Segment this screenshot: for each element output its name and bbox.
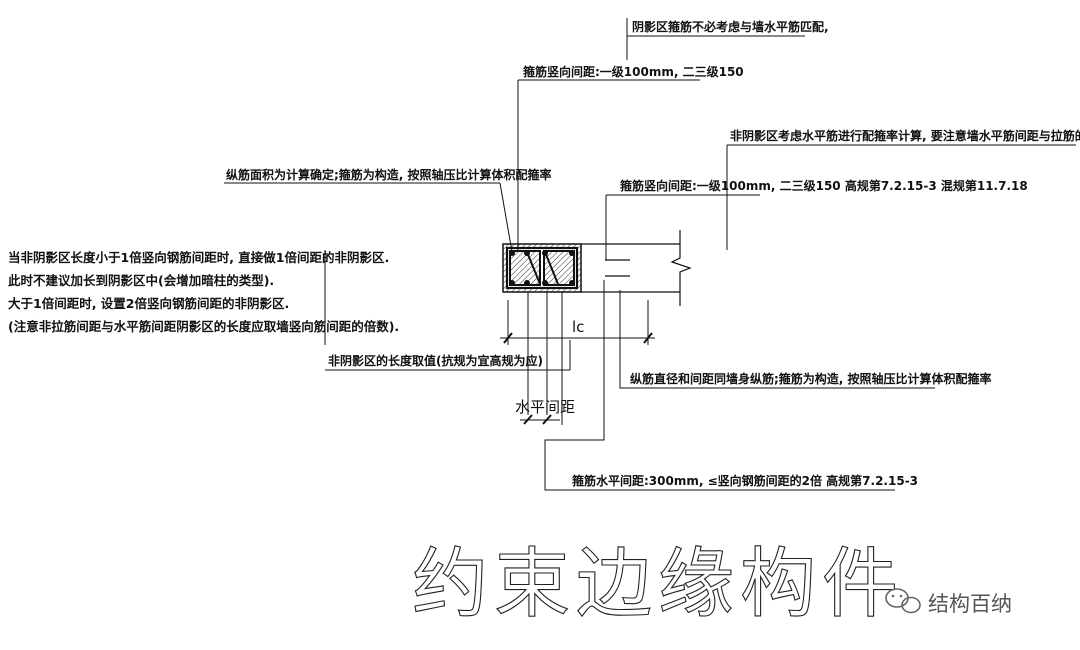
stirrup-inner-left (509, 250, 541, 286)
leader-lines (224, 18, 1076, 491)
dimension-lc-label: lc (572, 318, 584, 336)
left-note-line-1: 当非阴影区长度小于1倍竖向钢筋间距时, 直接做1倍间距的非阴影区. (8, 250, 389, 265)
drawing-title: 约束边缘构件 (412, 539, 904, 628)
note-longitudinal-diameter: 纵筋直径和间距同墙身纵筋;箍筋为构造, 按照轴压比计算体积配箍率 (630, 371, 992, 386)
left-note-line-4: (注意非拉筋间距与水平筋间距阴影区的长度应取墙竖向筋间距的倍数). (8, 319, 399, 334)
watermark-text: 结构百纳 (928, 592, 1012, 616)
wall-section (502, 230, 692, 306)
note-shadow-zone-stirrup: 阴影区箍筋不必考虑与墙水平筋匹配, (632, 19, 829, 34)
note-non-shadow-length: 非阴影区的长度取值(抗规为宜高规为应) (328, 353, 543, 368)
note-stirrup-vertical-spacing-right: 箍筋竖向间距:一级100mm, 二三级150 高规第7.2.15-3 混规第11… (619, 178, 1028, 193)
stirrup-inner-right (543, 250, 575, 286)
wechat-icon (885, 588, 921, 614)
break-line (670, 230, 692, 306)
note-longitudinal-area: 纵筋面积为计算确定;箍筋为构造, 按照轴压比计算体积配箍率 (226, 167, 552, 182)
dimension-horizontal-spacing-label: 水平间距 (515, 398, 575, 416)
longitudinal-bars (509, 250, 575, 286)
note-stirrup-horizontal-spacing: 箍筋水平间距:300mm, ≤竖向钢筋间距的2倍 高规第7.2.15-3 (571, 473, 918, 488)
note-stirrup-vertical-spacing-top: 箍筋竖向间距:一级100mm, 二三级150 (522, 64, 744, 79)
dimension-lines (500, 300, 655, 425)
note-non-shadow-horizontal: 非阴影区考虑水平筋进行配箍率计算, 要注意墙水平筋间距与拉筋的竖向间距匹配 (730, 128, 1080, 143)
left-note-line-3: 大于1倍间距时, 设置2倍竖向钢筋间距的非阴影区. (8, 296, 289, 311)
left-note-line-2: 此时不建议加长到阴影区中(会增加暗柱的类型). (8, 273, 274, 288)
